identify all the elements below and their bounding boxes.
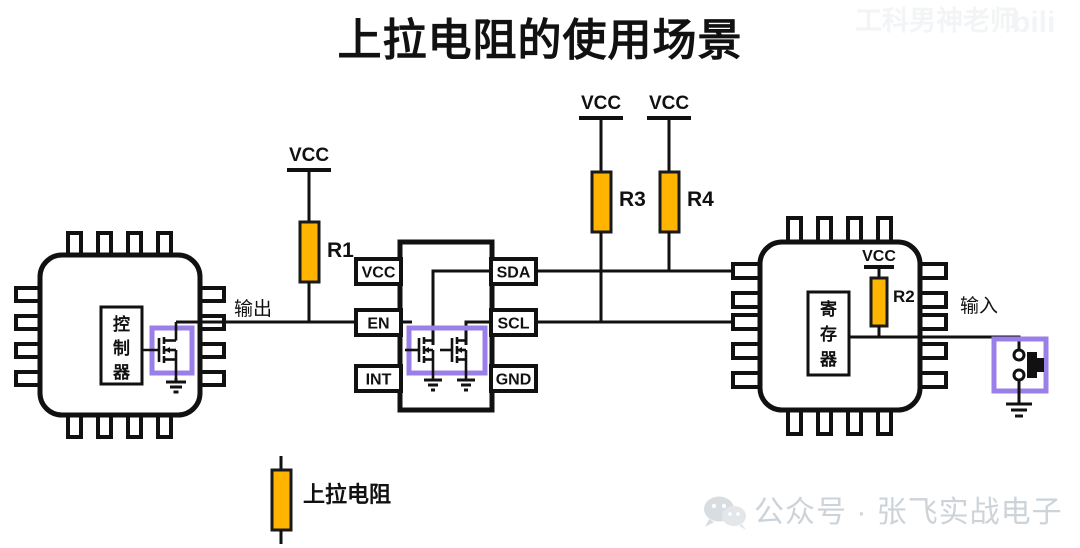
pin-label-int: INT <box>366 372 392 389</box>
mosfet-scl-icon <box>440 337 468 380</box>
controller-ground-icon <box>166 378 186 394</box>
mosfet-sda-icon <box>405 337 435 380</box>
page-title: 上拉电阻的使用场景 <box>338 16 743 65</box>
register-label-char3: 器 <box>819 350 838 369</box>
switch-actuator-icon <box>1027 352 1037 378</box>
mosfet-sda-ground-icon <box>424 378 442 392</box>
wechat-icon <box>704 496 746 530</box>
controller-chip[interactable]: 控 制 器 <box>14 231 230 439</box>
bilibili-logo-icon: bili <box>1012 6 1055 39</box>
watermark-bottom-right-text: 公众号 · 张飞实战电子 <box>754 496 1063 529</box>
controller-label-char2: 制 <box>113 338 130 358</box>
r4-vcc-label: VCC <box>649 93 689 114</box>
input-net-label: 输入 <box>960 295 998 317</box>
controller-mosfet-icon <box>142 322 178 378</box>
resistor-r4-label: R4 <box>687 188 714 211</box>
pin-pad-gnd[interactable] <box>489 364 538 393</box>
controller-label-char3: 器 <box>112 363 131 382</box>
controller-label-char1: 控 <box>113 314 130 334</box>
r1-branch: VCC R1 <box>287 145 354 322</box>
r3-vcc-label: VCC <box>581 93 621 114</box>
resistor-r1[interactable] <box>298 220 321 284</box>
register-label-char2: 存 <box>820 324 837 344</box>
resistor-r4[interactable] <box>658 170 681 234</box>
switch-terminal-bottom <box>1012 368 1026 382</box>
pin-label-scl: SCL <box>498 316 530 333</box>
resistor-r3[interactable] <box>590 170 613 234</box>
push-button-switch[interactable] <box>991 336 1049 418</box>
legend-label: 上拉电阻 <box>303 482 391 507</box>
register-label-char1: 寄 <box>820 299 837 319</box>
register-chip[interactable]: 寄 存 器 VCC R2 <box>731 216 948 436</box>
output-net-label: 输出 <box>234 298 272 320</box>
controller-inner-box <box>99 305 144 386</box>
pin-label-gnd: GND <box>496 372 532 389</box>
register-inner-box <box>806 290 851 377</box>
pin-pad-int[interactable] <box>354 364 403 393</box>
level-shifter-ic[interactable]: VCC EN INT SDA SCL GND <box>354 239 538 413</box>
internal-scl-trace <box>464 320 491 345</box>
switch-ground-icon <box>1006 402 1032 418</box>
resistor-r1-label: R1 <box>327 239 354 262</box>
pin-label-sda: SDA <box>497 265 531 282</box>
legend-resistor-symbol <box>270 468 293 532</box>
switch-actuator-tip-icon <box>1035 358 1044 372</box>
r1-vcc-label: VCC <box>289 145 329 166</box>
watermark-top-right: 工科男神老师 bili <box>855 6 1055 39</box>
watermark-top-right-text: 工科男神老师 <box>855 6 1017 36</box>
internal-sda-trace <box>431 269 491 345</box>
pin-pad-vcc[interactable] <box>354 257 403 286</box>
watermark-bottom-right: 公众号 · 张飞实战电子 <box>704 496 1063 530</box>
resistor-r2[interactable] <box>869 276 889 328</box>
pin-label-en: EN <box>367 316 389 333</box>
r4-branch: VCC R4 <box>647 93 714 271</box>
r3-branch: VCC R3 <box>579 93 646 322</box>
legend: 上拉电阻 <box>270 456 391 544</box>
resistor-r3-label: R3 <box>619 188 646 211</box>
r2-vcc-label: VCC <box>862 248 896 265</box>
pin-pad-en[interactable] <box>354 308 403 337</box>
pin-label-vcc: VCC <box>362 265 396 282</box>
switch-terminal-top <box>1012 348 1026 362</box>
resistor-r2-label: R2 <box>893 287 915 306</box>
mosfet-scl-ground-icon <box>457 378 475 392</box>
